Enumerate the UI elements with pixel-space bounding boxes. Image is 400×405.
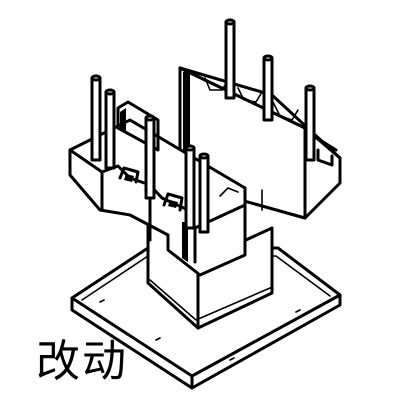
rear-pins — [224, 18, 316, 162]
caption-label: 改动 — [36, 336, 128, 387]
winding-core — [146, 216, 274, 330]
front-pins — [90, 74, 210, 234]
